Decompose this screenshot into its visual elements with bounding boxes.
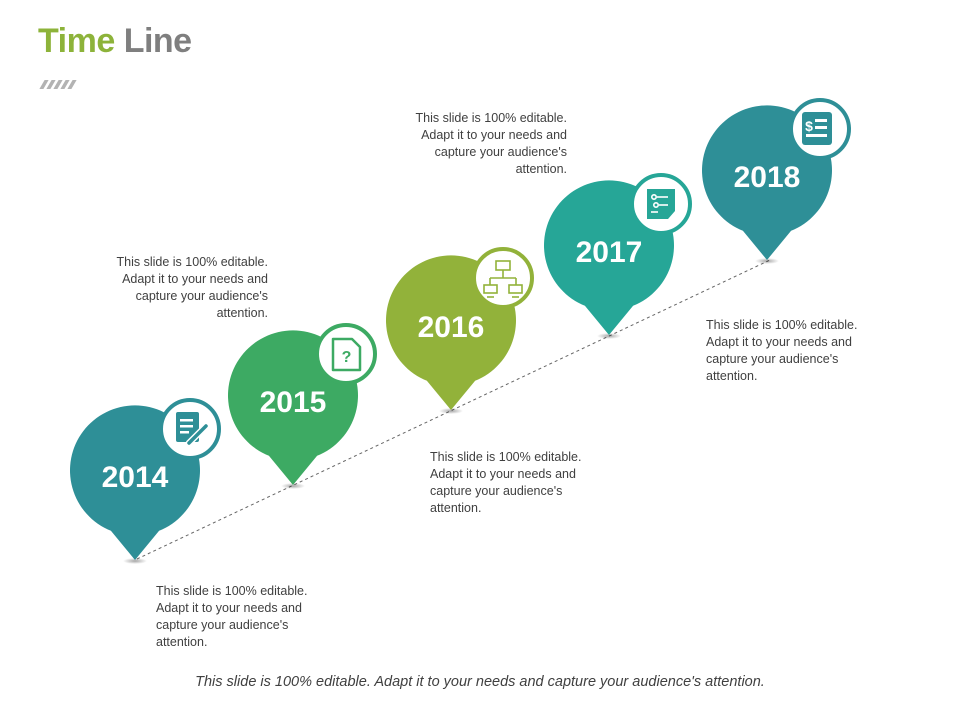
footer-caption: This slide is 100% editable. Adapt it to…: [195, 674, 765, 690]
pin-shadow: [597, 333, 621, 339]
svg-text:$: $: [805, 118, 813, 134]
pin-shadow: [755, 258, 779, 264]
year-label-2014: 2014: [102, 461, 169, 494]
network-icon: [472, 247, 534, 309]
description-2018: This slide is 100% editable. Adapt it to…: [706, 318, 858, 383]
milestone-pin-2016: 2016: [386, 247, 534, 414]
milestone-pin-2015: 2015 ?: [228, 323, 377, 489]
pin-shadow: [123, 558, 147, 564]
document-edit-icon: [159, 398, 221, 460]
description-2016: This slide is 100% editable. Adapt it to…: [430, 450, 582, 515]
invoice-icon: $: [789, 98, 851, 160]
year-label-2015: 2015: [260, 386, 327, 419]
pin-shadow: [281, 483, 305, 489]
milestone-pin-2017: 2017: [543, 173, 692, 339]
year-label-2016: 2016: [418, 311, 485, 344]
title-word-time: Time: [38, 22, 115, 60]
year-label-2017: 2017: [576, 236, 643, 269]
flowchart-document-icon: [630, 173, 692, 235]
slide-title: Time Line: [38, 22, 192, 61]
milestone-pin-2018: 2018 $: [701, 98, 851, 264]
description-2014: This slide is 100% editable. Adapt it to…: [156, 584, 308, 649]
title-word-line: Line: [123, 22, 192, 60]
pin-shadow: [439, 408, 463, 414]
svg-text:?: ?: [342, 349, 352, 366]
milestone-pin-2014: 2014: [70, 398, 221, 564]
question-document-icon: ?: [315, 323, 377, 385]
description-2015: This slide is 100% editable. Adapt it to…: [116, 255, 268, 320]
description-2017: This slide is 100% editable. Adapt it to…: [415, 111, 567, 176]
year-label-2018: 2018: [734, 161, 801, 194]
